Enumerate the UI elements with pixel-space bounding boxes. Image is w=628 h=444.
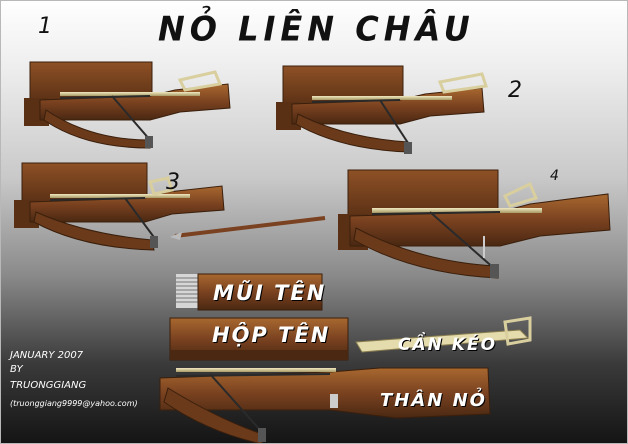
credit-email: (truonggiang9999@yahoo.com) [10, 399, 138, 408]
credit-date: JANUARY 2007 [10, 350, 84, 361]
step-number-3: 3 [166, 170, 180, 195]
crossbow-step-2 [276, 65, 488, 154]
label-stock: THÂN NỎ [380, 390, 487, 411]
step-number-2: 2 [508, 78, 522, 103]
credit-by: BY [10, 364, 23, 375]
step-number-4: 4 [550, 168, 559, 184]
crossbow-step-1 [24, 61, 231, 149]
poster-title: NỎ LIÊN CHÂU [158, 9, 475, 49]
magazine-box [169, 317, 349, 361]
credit-author: TRUONGGIANG [10, 380, 87, 391]
crossbow-step-3 [14, 162, 326, 251]
cocking-lever [355, 316, 532, 353]
label-magazine: HỘP TÊN [212, 323, 331, 347]
crossbow-stock [159, 367, 491, 444]
step-number-1: 1 [38, 14, 52, 39]
arrows-bundle [176, 273, 323, 311]
label-lever: CẦN KÉO [398, 335, 498, 355]
label-arrows: MŨI TÊN [213, 281, 327, 305]
crossbow-step-4 [338, 169, 611, 279]
